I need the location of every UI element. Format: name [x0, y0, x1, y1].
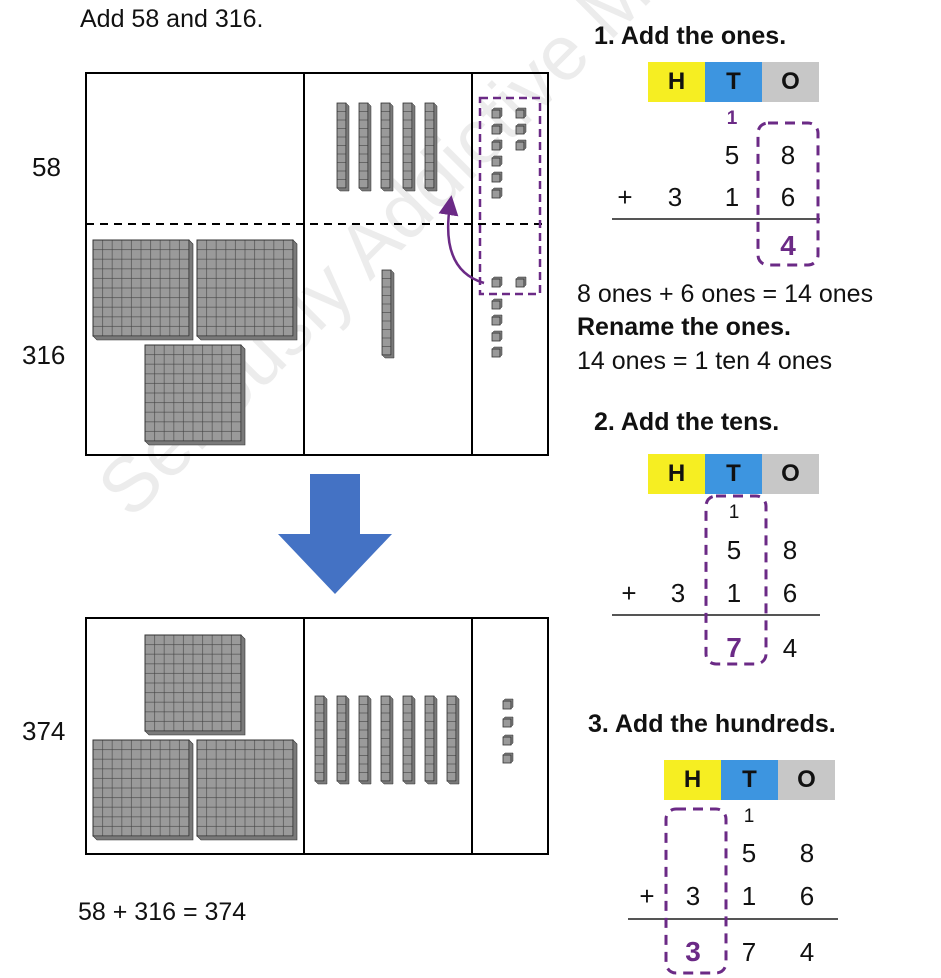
step2-sum-line: [612, 614, 820, 616]
step2-row1-ones: 8: [782, 535, 798, 565]
step2-row2-hundreds: 3: [670, 578, 686, 608]
step2-row2-tens: 1: [726, 578, 742, 608]
step1-note-sum: 8 ones + 6 ones = 14 ones: [577, 280, 874, 308]
header-tens: T: [721, 760, 778, 800]
step2-row2-ones: 6: [782, 578, 798, 608]
step1-note-regroup: 14 ones = 1 ten 4 ones: [577, 347, 833, 375]
step3-row1-ones: 8: [799, 838, 815, 868]
header-ones: O: [762, 62, 819, 102]
header-ones: O: [762, 454, 819, 494]
step2-tens-highlight: [704, 494, 768, 666]
ones-cubes-58: [491, 107, 527, 199]
step3-plus: +: [639, 881, 655, 911]
header-hundreds: H: [664, 760, 721, 800]
step1-row2-ones: 6: [780, 182, 796, 212]
place-value-mats: [85, 72, 549, 855]
down-arrow-icon: [278, 474, 392, 594]
step1-result-ones: 4: [780, 230, 796, 261]
ones-cubes-374: [502, 698, 514, 764]
header-hundreds: H: [648, 62, 705, 102]
step1-row1-ones: 8: [780, 140, 796, 170]
ones-cubes-316: [491, 276, 527, 358]
step1-title: 1. Add the ones.: [594, 22, 787, 50]
problem-title: Add 58 and 316.: [80, 5, 264, 33]
step2-result-ones: 4: [782, 633, 798, 663]
step2-carry: 1: [728, 502, 740, 523]
tens-rod-316: [381, 269, 395, 359]
step3-carry: 1: [743, 806, 755, 827]
hundreds-flats-374: [92, 634, 298, 841]
step3-result-hundreds: 3: [685, 936, 701, 967]
tens-rods-58: [336, 102, 438, 192]
tens-rods-374: [314, 695, 460, 785]
equation: 58 + 316 = 374: [78, 898, 247, 926]
step1-note-rename: Rename the ones.: [577, 313, 791, 341]
label-374: 374: [22, 716, 66, 746]
label-58: 58: [32, 152, 61, 182]
regroup-arrow-icon: [438, 195, 485, 285]
step3-hundreds-highlight: [664, 807, 728, 975]
step2-row1-tens: 5: [726, 535, 742, 565]
step1-row2-tens: 1: [724, 182, 740, 212]
step2-result-tens: 7: [726, 632, 742, 663]
step1-row2-hundreds: 3: [667, 182, 683, 212]
step3-row2-hundreds: 3: [685, 881, 701, 911]
step2-title: 2. Add the tens.: [594, 408, 780, 436]
step1-ones-highlight: [756, 121, 820, 267]
mat-bottom: [85, 617, 549, 855]
header-tens: T: [705, 62, 762, 102]
step3-row2-ones: 6: [799, 881, 815, 911]
step3-result-tens: 7: [741, 937, 757, 967]
header-hundreds: H: [648, 454, 705, 494]
header-tens: T: [705, 454, 762, 494]
mat-top: [85, 72, 549, 456]
regroup-dashed-box: [478, 96, 542, 296]
label-316: 316: [22, 340, 66, 370]
step3-sum-line: [628, 918, 838, 920]
header-ones: O: [778, 760, 835, 800]
step3-row1-tens: 5: [741, 838, 757, 868]
step1-row1-tens: 5: [724, 140, 740, 170]
hundreds-flats-316: [92, 239, 298, 446]
step3-title: 3. Add the hundreds.: [588, 710, 836, 738]
step3-row2-tens: 1: [741, 881, 757, 911]
step1-carry: 1: [726, 108, 738, 129]
step3-result-ones: 4: [799, 937, 815, 967]
step2-plus: +: [621, 578, 637, 608]
step1-sum-line: [612, 218, 820, 220]
step1-plus: +: [617, 182, 633, 212]
